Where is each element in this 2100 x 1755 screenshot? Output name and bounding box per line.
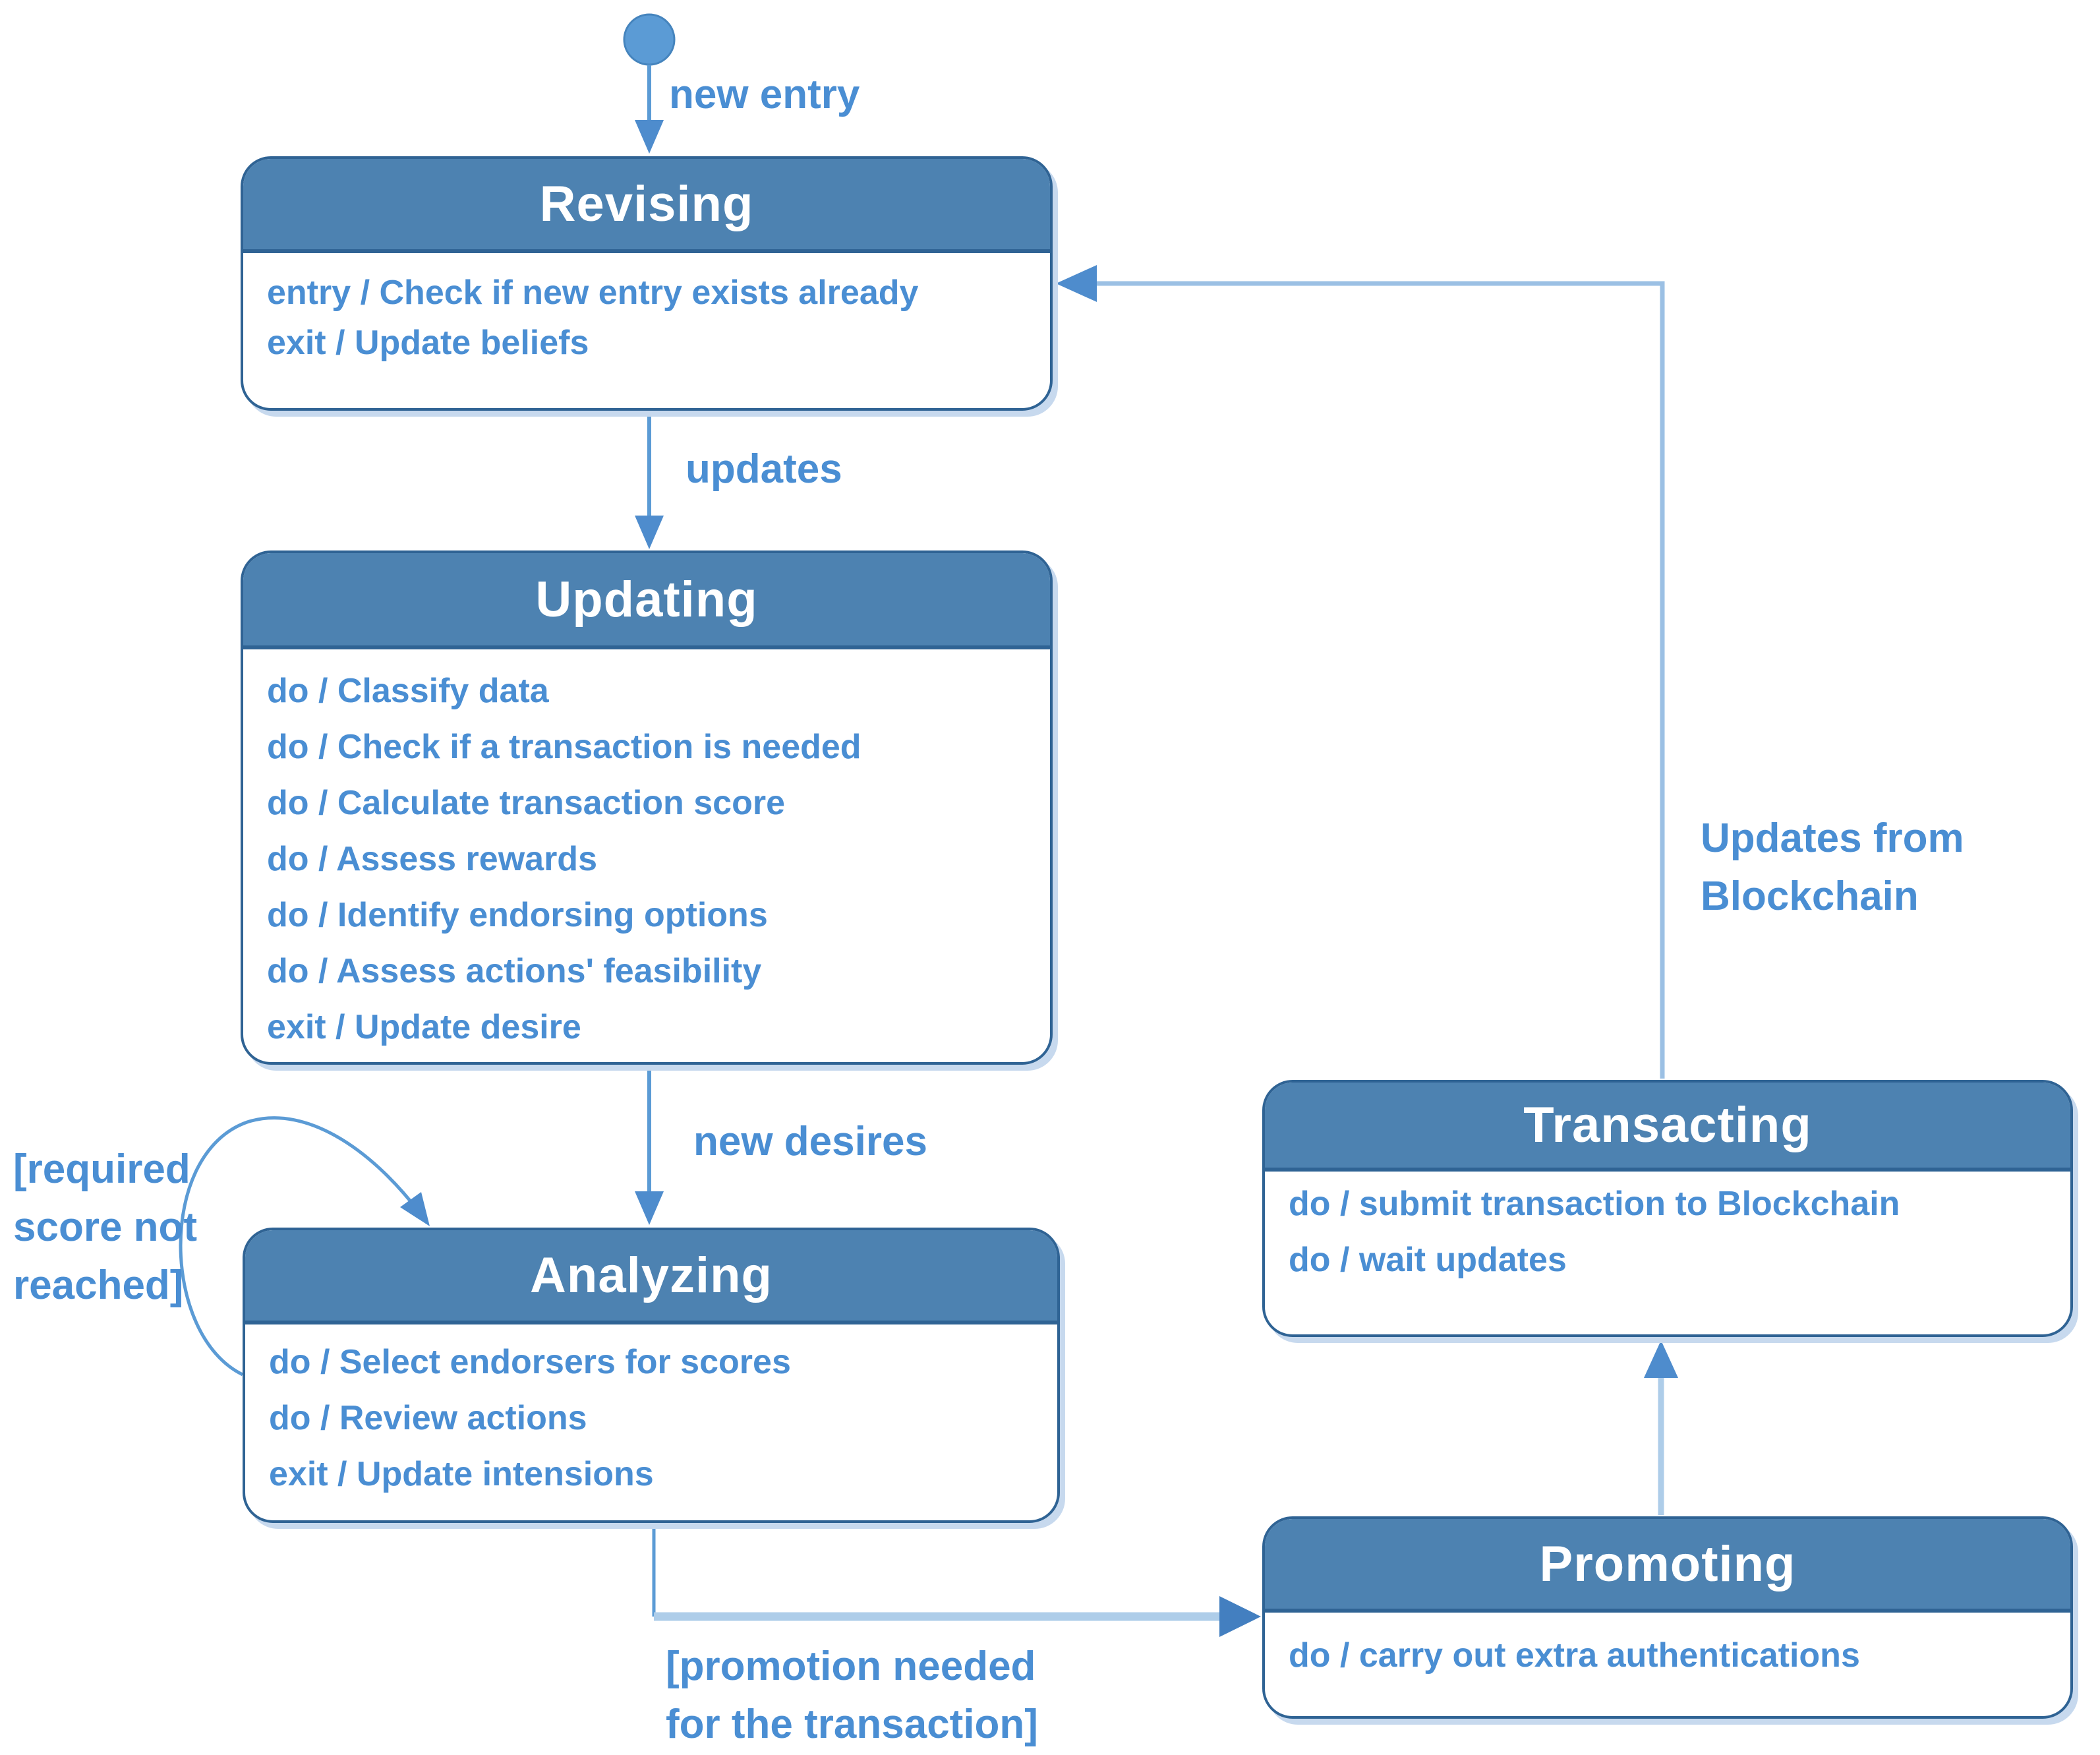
state-action: entry / Check if new entry exists alread… (267, 274, 919, 312)
transition-promoting-to-transacting-arrowhead-icon (1644, 1340, 1678, 1378)
state-promoting: Promoting do / carry out extra authentic… (1262, 1516, 2073, 1719)
transition-required-score-arrowhead-icon (400, 1192, 430, 1226)
state-revising-title: Revising (243, 159, 1050, 253)
state-action: do / Select endorsers for scores (269, 1342, 791, 1381)
transition-label-updates-from-blockchain: Updates from Blockchain (1701, 810, 1964, 926)
state-transacting-title: Transacting (1265, 1083, 2070, 1172)
transition-new-desires-arrowhead-icon (635, 1191, 664, 1225)
state-updating-body: do / Classify data do / Check if a trans… (243, 649, 1050, 1055)
transition-label-promotion-needed-line1: [promotion needed (666, 1644, 1036, 1689)
state-revising: Revising entry / Check if new entry exis… (241, 156, 1053, 411)
state-action: do / Identify endorsing options (267, 895, 768, 934)
transition-label-required-score-line1: [required (13, 1146, 190, 1192)
transition-label-updates-from-blockchain-line2: Blockchain (1701, 874, 1919, 919)
state-action: exit / Update desire (267, 1007, 581, 1046)
transition-blockchain-updates-line (1097, 281, 1665, 1079)
state-transacting: Transacting do / submit transaction to B… (1262, 1080, 2073, 1337)
transition-label-required-score-line2: score not (13, 1205, 198, 1250)
state-action: do / submit transaction to Blockchain (1289, 1184, 1900, 1223)
state-action: exit / Update intensions (269, 1454, 654, 1493)
transition-label-promotion-needed: [promotion needed for the transaction] (666, 1638, 1038, 1754)
state-updating: Updating do / Classify data do / Check i… (241, 550, 1053, 1065)
transition-label-required-score: [required score not reached] (13, 1141, 197, 1315)
state-action: do / Assess rewards (267, 839, 597, 878)
state-action: do / wait updates (1289, 1240, 1567, 1279)
transition-required-score-loop-line (179, 1116, 429, 1377)
state-analyzing: Analyzing do / Select endorsers for scor… (243, 1228, 1060, 1523)
state-action: exit / Update beliefs (267, 324, 589, 362)
transition-label-updates-from-blockchain-line1: Updates from (1701, 816, 1964, 861)
transition-label-new-desires: new desires (693, 1119, 927, 1164)
state-action: do / Review actions (269, 1398, 587, 1437)
state-analyzing-body: do / Select endorsers for scores do / Re… (245, 1324, 1057, 1502)
transition-promotion-needed-arrowhead-icon (1219, 1596, 1261, 1637)
state-action: do / Calculate transaction score (267, 783, 786, 822)
transition-label-new-entry: new entry (669, 72, 860, 117)
state-analyzing-title: Analyzing (245, 1230, 1057, 1324)
transition-blockchain-updates-arrowhead-icon (1056, 265, 1097, 302)
state-action: do / carry out extra authentications (1289, 1636, 1860, 1675)
initial-state-node (623, 13, 676, 66)
state-action: do / Assess actions' feasibility (267, 951, 762, 990)
state-promoting-title: Promoting (1265, 1519, 2070, 1613)
state-promoting-body: do / carry out extra authentications (1265, 1613, 2070, 1683)
transition-label-updates: updates (685, 446, 842, 492)
state-revising-body: entry / Check if new entry exists alread… (243, 253, 1050, 368)
transition-updates-arrowhead-icon (635, 516, 664, 549)
transition-label-promotion-needed-line2: for the transaction] (666, 1702, 1038, 1747)
transition-label-required-score-line3: reached] (13, 1263, 184, 1308)
state-action: do / Classify data (267, 671, 549, 710)
state-transacting-body: do / submit transaction to Blockchain do… (1265, 1172, 2070, 1288)
transition-new-entry-arrowhead-icon (635, 120, 664, 154)
state-updating-title: Updating (243, 553, 1050, 649)
state-action: do / Check if a transaction is needed (267, 727, 861, 766)
